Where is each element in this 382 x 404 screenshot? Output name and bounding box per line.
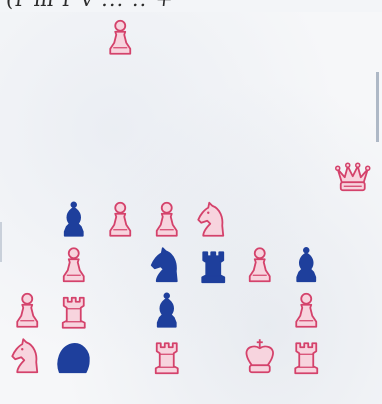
blue-bishop-piece-bishop-g3[interactable] xyxy=(297,248,315,282)
cropped-handwritten-text: (r m r v ... .. + xyxy=(5,0,176,11)
pink-pawn-piece-pawn-d4[interactable] xyxy=(157,203,177,236)
board-paper xyxy=(0,12,382,404)
blue-bishop-piece-bishop-b4[interactable] xyxy=(65,202,83,236)
pink-knight-piece-knight-a1[interactable] xyxy=(12,339,37,372)
pink-rook-piece-rook-g1[interactable] xyxy=(295,343,317,373)
blue-rook-piece-rook-e3[interactable] xyxy=(202,252,224,282)
blue-knight-piece-knight-d3[interactable] xyxy=(152,248,177,281)
pink-pawn-piece-pawn-a8[interactable] xyxy=(110,21,130,54)
pink-rook-piece-rook-b2[interactable] xyxy=(63,298,85,328)
pink-queen-piece-queen-h5[interactable] xyxy=(336,163,370,190)
pink-pawn-piece-pawn-g2[interactable] xyxy=(296,294,316,327)
pink-knight-piece-knight-e4[interactable] xyxy=(198,203,223,236)
pink-pawn-piece-pawn-f3[interactable] xyxy=(250,248,270,281)
pink-king-piece-king-f1[interactable] xyxy=(246,339,273,372)
chess-board xyxy=(0,12,382,404)
pink-pawn-piece-pawn-b3[interactable] xyxy=(64,248,84,281)
pink-rook-piece-rook-d1[interactable] xyxy=(156,343,178,373)
blue-bishop-piece-bishop-d2[interactable] xyxy=(158,293,176,327)
pink-pawn-piece-pawn-a2[interactable] xyxy=(17,294,37,327)
board-canvas xyxy=(0,12,382,404)
pink-pawn-piece-pawn-c4[interactable] xyxy=(110,203,130,236)
blue-blob-piece-blob-b1[interactable] xyxy=(58,344,89,372)
